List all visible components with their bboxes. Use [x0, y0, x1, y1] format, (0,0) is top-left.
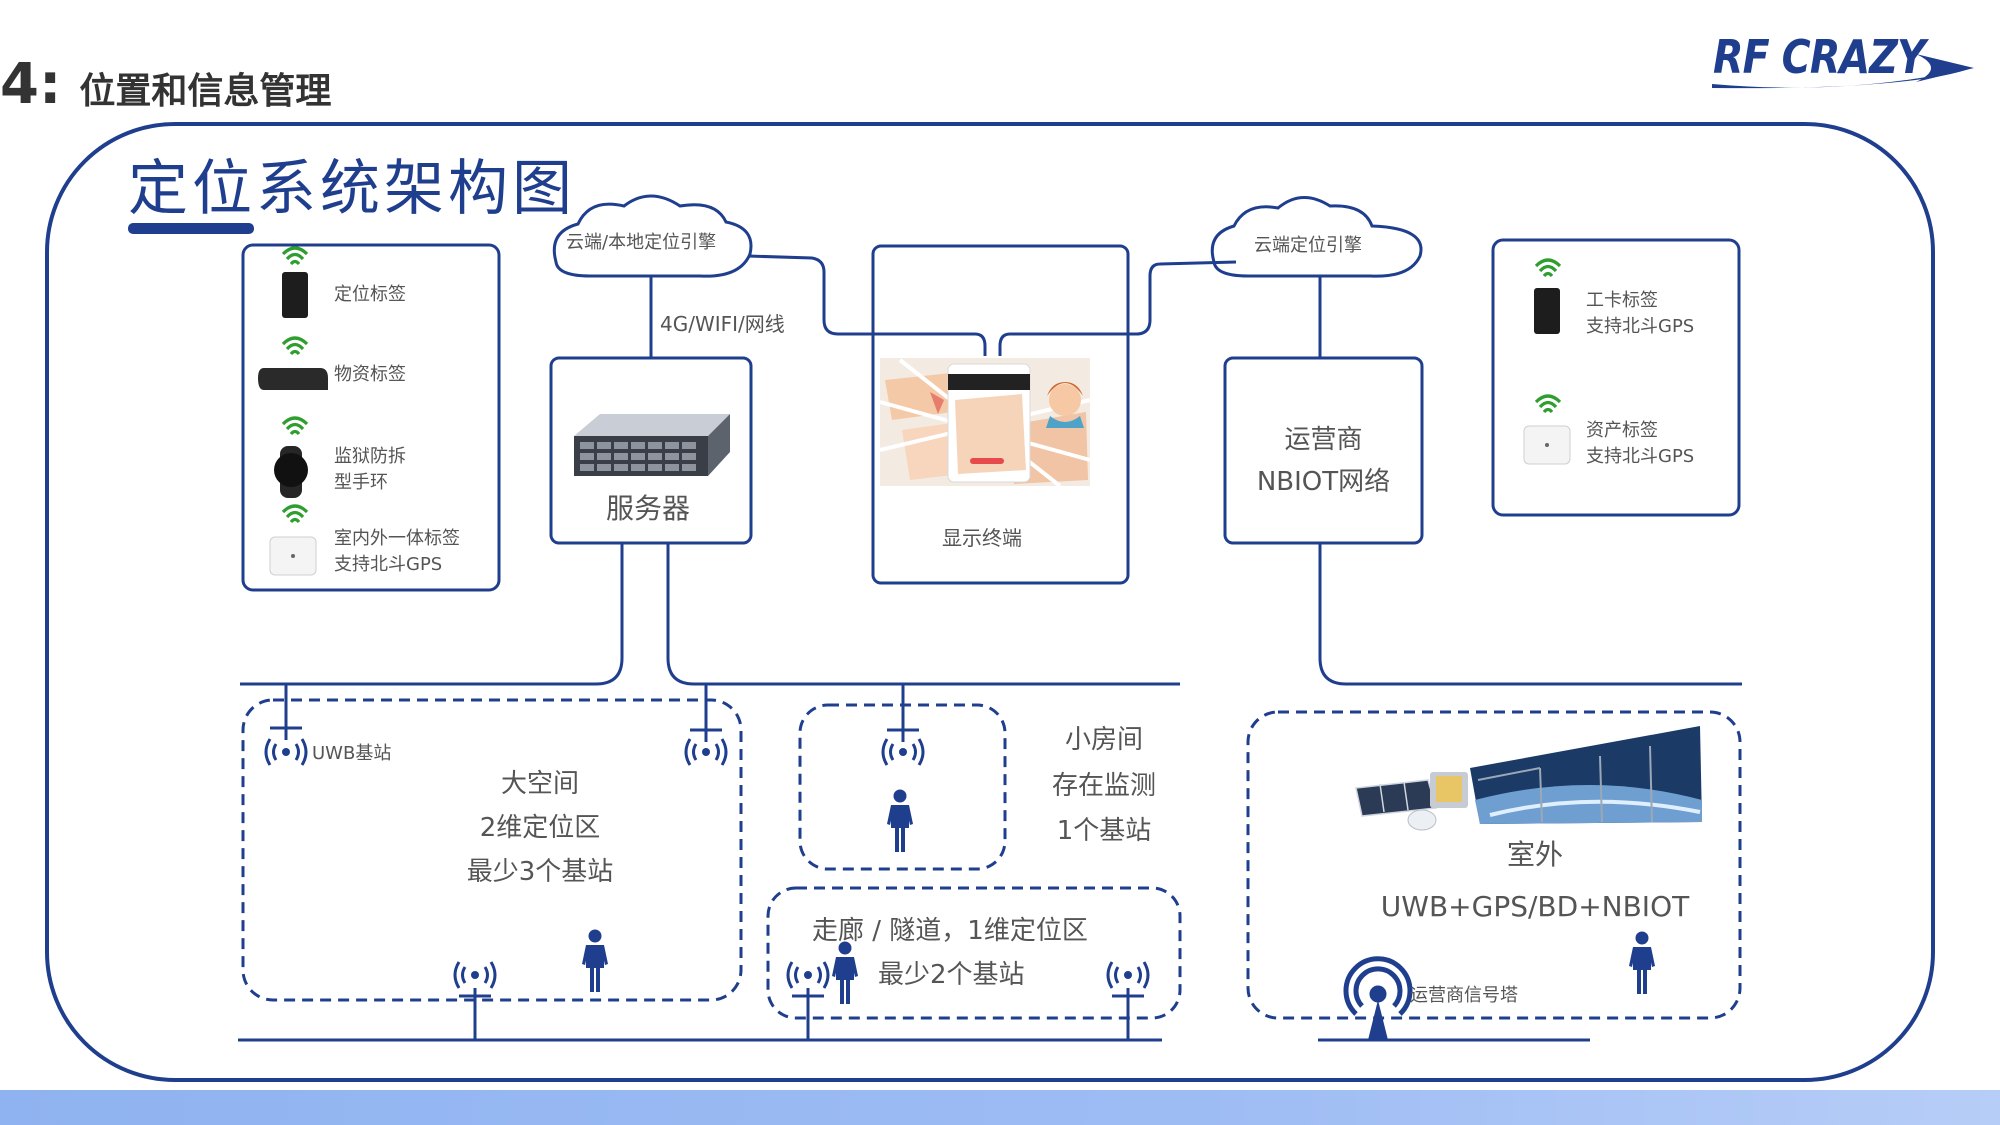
- cloud-label: 云端/本地定位引擎: [566, 232, 717, 253]
- slide-number: 4:: [0, 52, 62, 117]
- page-title: 定位系统架构图: [128, 154, 576, 224]
- display-label: 显示终端: [942, 526, 1022, 550]
- operator-box: [1223, 356, 1424, 545]
- person-icon: [887, 789, 913, 852]
- slide-heading: 4: 位置和信息管理: [0, 52, 331, 117]
- brand-logo: RF CRAZY: [1710, 28, 1980, 92]
- cloud-icon: [552, 194, 753, 278]
- wifi-icon: [281, 246, 309, 266]
- display-box: [871, 244, 1130, 585]
- tag-device-icon: [1523, 425, 1571, 465]
- antenna-icon: [264, 737, 308, 767]
- wifi-icon: [1534, 258, 1562, 278]
- cloud-label: 云端定位引擎: [1254, 235, 1362, 256]
- person-icon: [582, 929, 608, 992]
- logo-text: RF CRAZY: [1713, 30, 1926, 84]
- wifi-icon: [281, 336, 309, 356]
- antenna-icon: [786, 960, 830, 990]
- small-room-text: 小房间 存在监测 1个基站: [1051, 725, 1156, 846]
- diagram-frame: [45, 122, 1935, 1082]
- tag-label: 室内外一体标签 支持北斗GPS: [334, 528, 460, 576]
- person-icon: [832, 941, 858, 1004]
- map-screen-image: [879, 358, 1091, 488]
- tag-device-icon: [282, 272, 308, 318]
- uwb-station-label: UWB基站: [312, 743, 392, 764]
- tag-label: 资产标签 支持北斗GPS: [1586, 420, 1695, 468]
- slide-subtitle: 位置和信息管理: [79, 71, 332, 112]
- large-zone-text: 大空间 2维定位区 最少3个基站: [466, 769, 614, 888]
- person-icon: [1629, 931, 1655, 994]
- logo-swoosh-icon: [1712, 54, 1974, 89]
- corridor-text-2: 最少2个基站: [878, 960, 1025, 990]
- tag-device-icon: [258, 368, 328, 390]
- title-underline: [128, 223, 254, 234]
- connection-lines: [238, 254, 1742, 1042]
- outdoor-text-1: 室外: [1506, 838, 1563, 871]
- operator-label: 运营商 NBIOT网络: [1256, 425, 1391, 497]
- server-label: 服务器: [606, 492, 691, 525]
- tower-icon: [1343, 956, 1413, 1040]
- wifi-icon: [281, 416, 309, 436]
- cloud-icon: [1210, 196, 1423, 278]
- wifi-icon: [281, 504, 309, 524]
- antenna-icon: [1106, 960, 1150, 990]
- tag-label: 定位标签: [334, 284, 406, 305]
- corridor-text-1: 走廊 / 隧道，1维定位区: [812, 916, 1088, 946]
- tag-device-icon: [1534, 288, 1560, 334]
- station-masts: [270, 684, 1144, 1040]
- outdoor-text-2: UWB+GPS/BD+NBIOT: [1380, 890, 1690, 923]
- tag-label: 物资标签: [334, 364, 406, 385]
- tag-label: 工卡标签 支持北斗GPS: [1586, 290, 1695, 338]
- tag-device-icon: [274, 446, 308, 498]
- right-tag-panel: [1491, 238, 1741, 517]
- tag-label: 监狱防拆 型手环: [334, 446, 406, 494]
- antenna-icon: [684, 737, 728, 767]
- tower-label: 运营商信号塔: [1410, 985, 1518, 1006]
- tag-device-icon: [269, 536, 317, 576]
- left-tag-panel: [241, 243, 501, 592]
- server-icon: [574, 414, 730, 476]
- antenna-icon: [881, 737, 925, 767]
- satellite-icon: [1355, 726, 1702, 831]
- bottom-band: [0, 1090, 2000, 1125]
- wifi-icon: [1534, 394, 1562, 414]
- link-label: 4G/WIFI/网线: [660, 312, 785, 336]
- antenna-icon: [453, 960, 497, 990]
